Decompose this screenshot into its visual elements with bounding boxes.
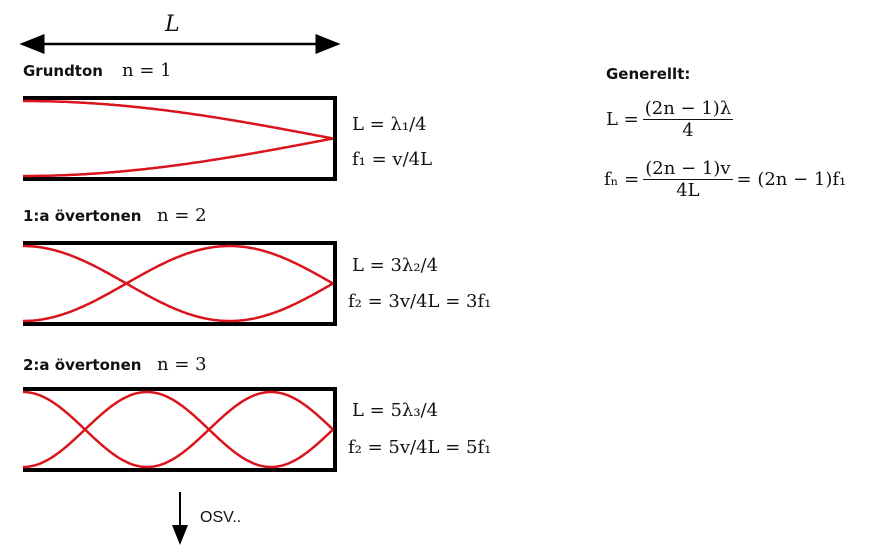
mode-1-eq-length: L = λ₁/4 [352, 114, 427, 135]
mode-3-eq-freq: f₂ = 5v/4L = 5f₁ [348, 437, 492, 458]
mode-3-eq-length: L = 5λ₃/4 [352, 400, 439, 421]
mode-2-eq-length: L = 3λ₂/4 [352, 255, 439, 276]
general-frequency-lhs: fₙ = [604, 169, 640, 190]
tube-1 [23, 96, 337, 181]
mode-3-title: 2:a övertonen [23, 356, 142, 374]
standing-wave-3-upper [23, 390, 334, 469]
standing-wave-1-lower [23, 137, 334, 178]
standing-wave-1-upper [23, 99, 334, 140]
general-length-denominator: 4 [682, 120, 694, 141]
tube-3 [23, 387, 337, 472]
standing-wave-3-lower [23, 390, 334, 469]
tube-2 [23, 241, 337, 326]
general-title: Generellt: [606, 65, 691, 83]
mode-1-title: Grundton [23, 62, 103, 80]
mode-1-n: n = 1 [122, 60, 172, 81]
general-frequency-denominator: 4L [676, 180, 700, 201]
general-length-lhs: L = [606, 109, 639, 130]
standing-wave-2-upper [23, 244, 334, 323]
continue-label: OSV.. [200, 509, 242, 526]
mode-1-eq-freq: f₁ = v/4L [352, 149, 433, 170]
mode-2-title: 1:a övertonen [23, 207, 142, 225]
mode-2-eq-freq: f₂ = 3v/4L = 3f₁ [348, 291, 492, 312]
length-label: L [165, 12, 180, 37]
general-frequency-rhs: = (2n − 1)f₁ [736, 169, 847, 190]
general-frequency-numerator: (2n − 1)v [643, 158, 733, 180]
standing-wave-2-lower [23, 244, 334, 323]
mode-2-n: n = 2 [157, 205, 207, 226]
general-length-numerator: (2n − 1)λ [642, 98, 734, 120]
mode-3-n: n = 3 [157, 354, 207, 375]
